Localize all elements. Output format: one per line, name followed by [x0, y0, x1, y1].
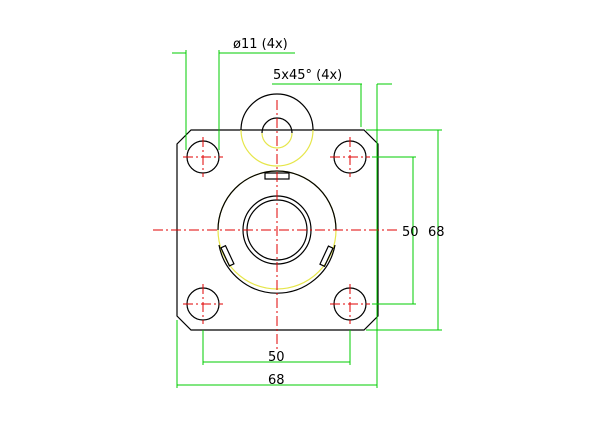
hole-diameter-callout: ø11 (4x): [233, 37, 288, 52]
vertical-overall-label: 68: [428, 225, 445, 240]
keyway-left: [220, 244, 235, 267]
centerlines: [153, 100, 400, 350]
chamfer-callout: 5x45° (4x): [273, 68, 342, 83]
horizontal-overall-label: 68: [268, 373, 285, 388]
top-boss-inner-lower: [261, 132, 293, 149]
dimension-lines: [172, 50, 442, 388]
top-boss-circle-upper: [240, 93, 314, 131]
vertical-hole-spacing-label: 50: [402, 225, 419, 240]
keyway-right: [319, 245, 334, 268]
horizontal-hole-spacing-label: 50: [268, 350, 285, 365]
flange-plate-outline: [176, 129, 379, 331]
top-boss-circle-lower: [240, 129, 314, 167]
